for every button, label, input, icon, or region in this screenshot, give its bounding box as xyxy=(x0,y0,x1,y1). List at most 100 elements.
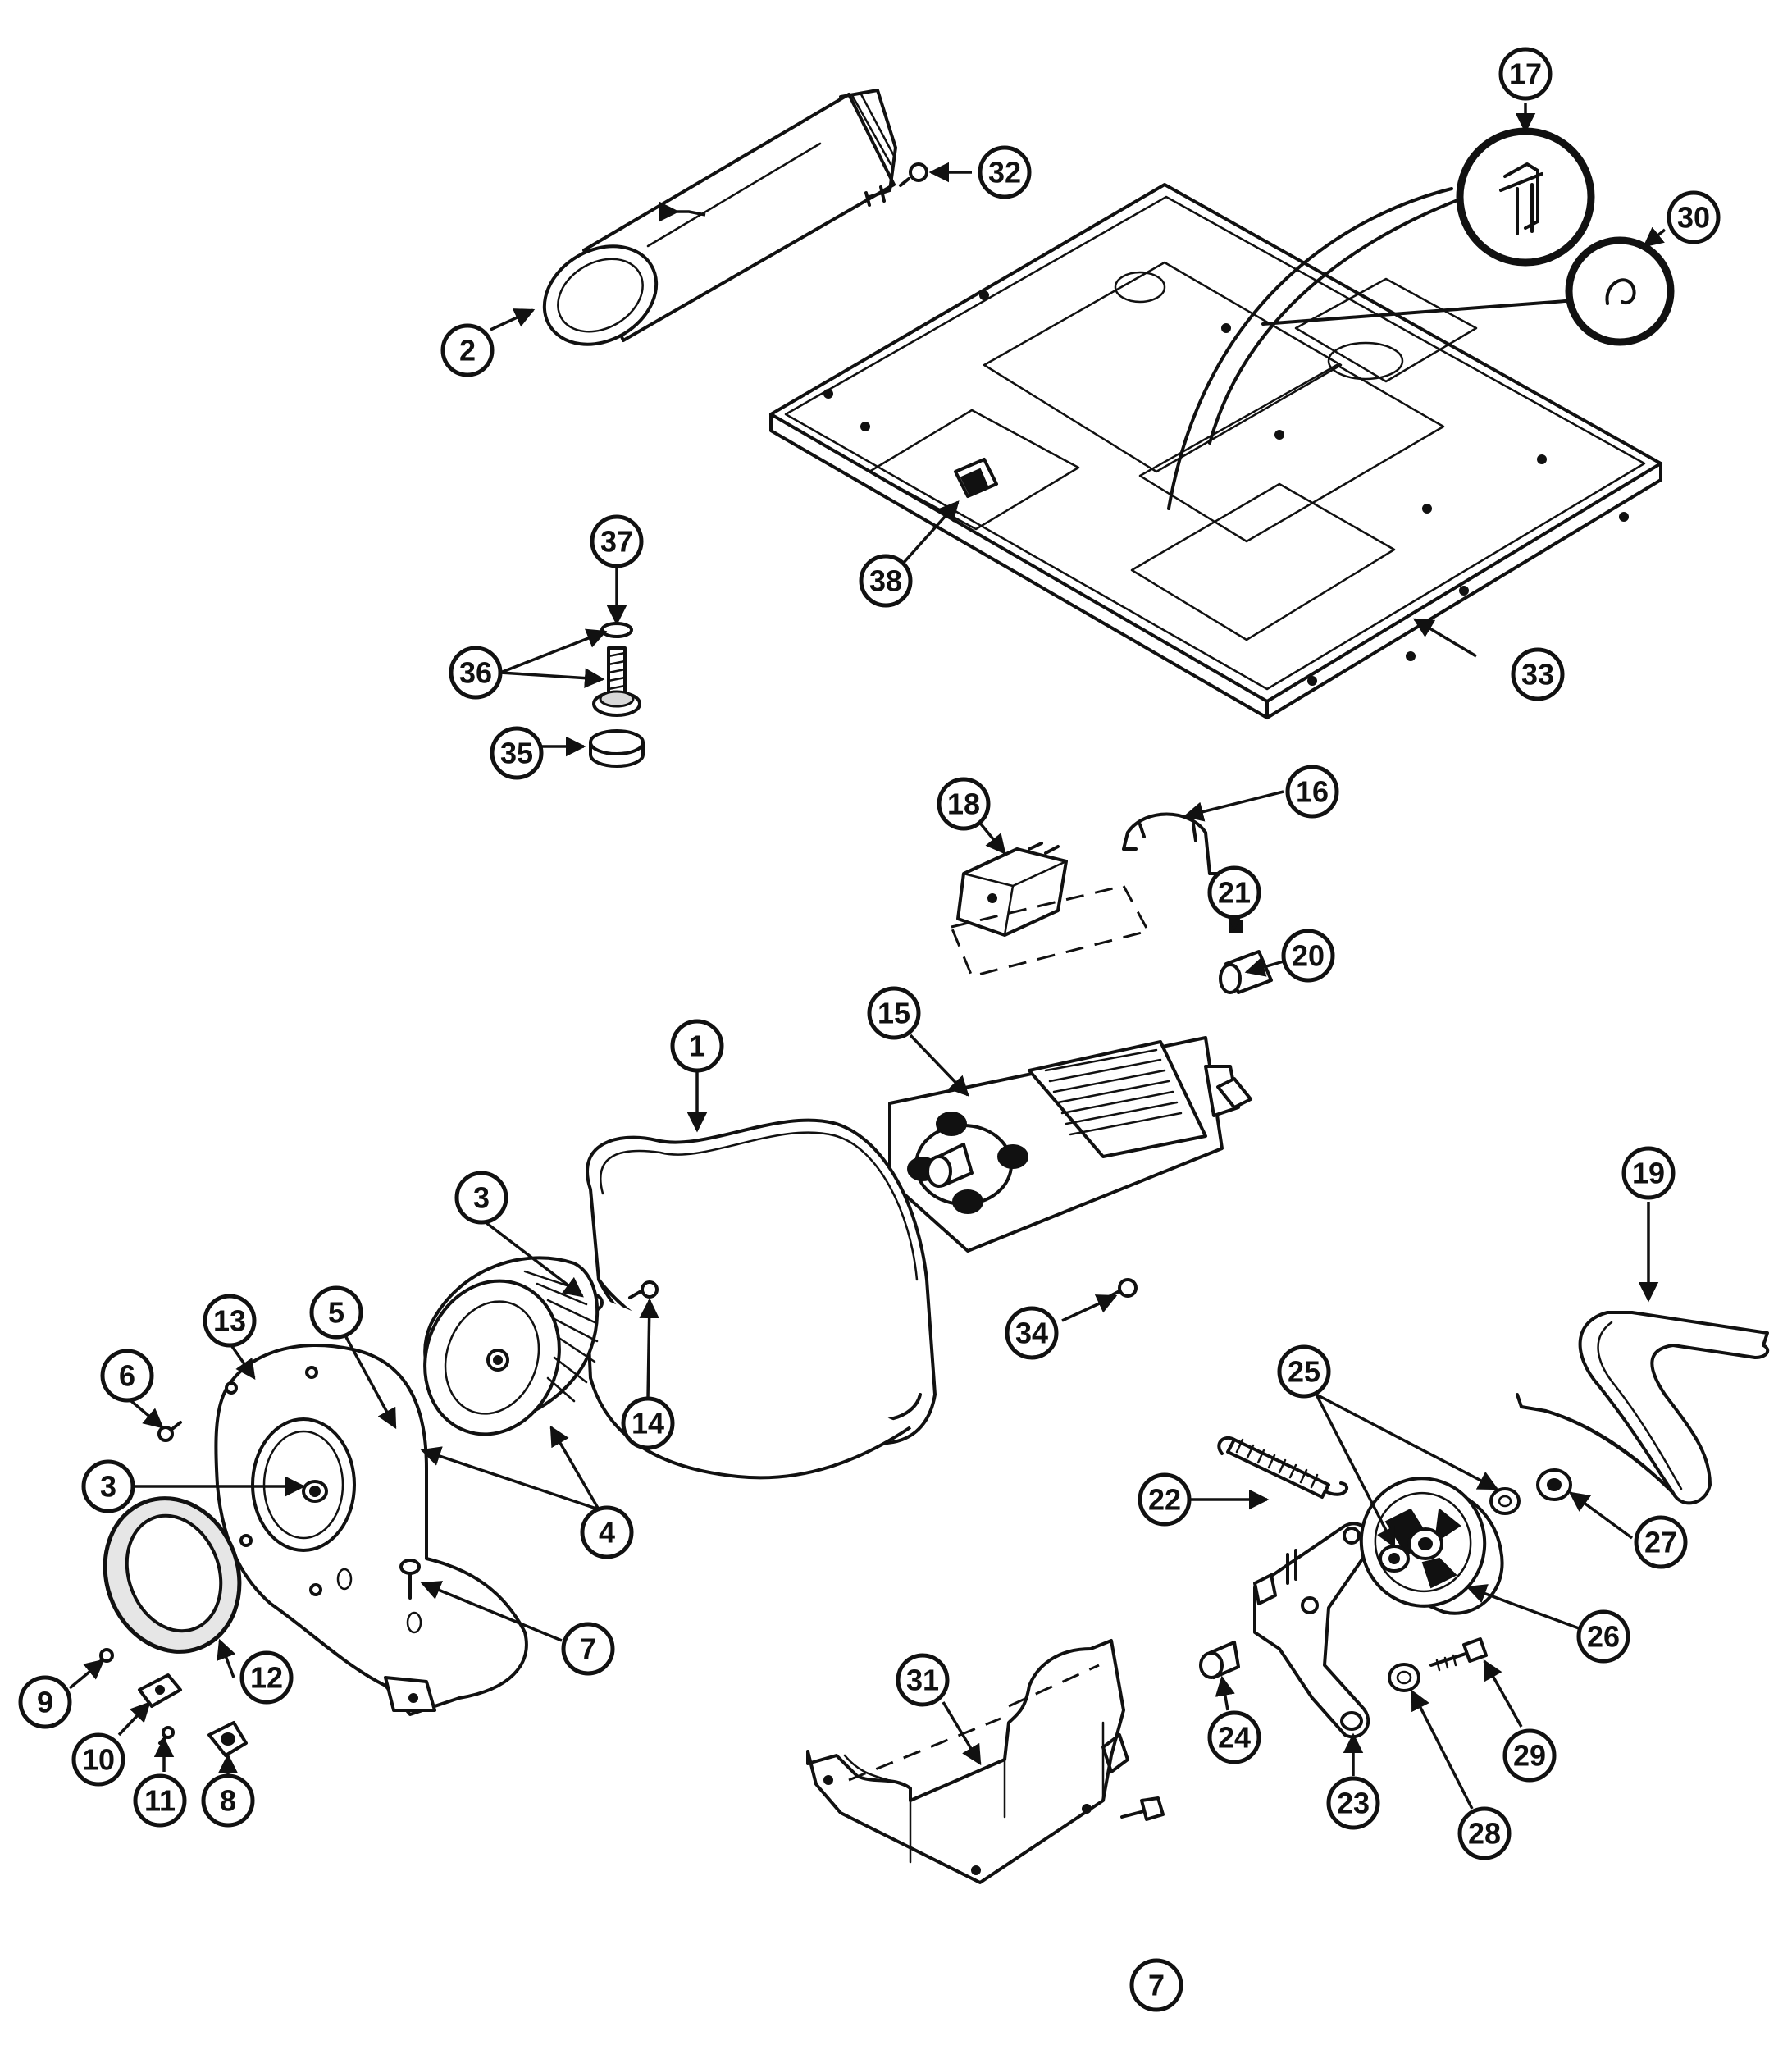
svg-text:3: 3 xyxy=(100,1470,116,1504)
e-ring-part xyxy=(1536,1468,1572,1501)
dashed-outline xyxy=(949,884,1151,978)
washer-part-25-left xyxy=(1379,1545,1410,1573)
switch-block-part xyxy=(954,458,998,498)
callout-31: 31 xyxy=(896,1653,950,1707)
callout-25: 25 xyxy=(1277,1344,1331,1399)
svg-text:7: 7 xyxy=(1148,1969,1165,2002)
bracket-part-10 xyxy=(138,1673,182,1708)
callout-16: 16 xyxy=(1285,765,1339,819)
svg-text:32: 32 xyxy=(988,156,1021,189)
svg-text:33: 33 xyxy=(1521,658,1554,692)
svg-text:17: 17 xyxy=(1509,57,1542,91)
callout-10: 10 xyxy=(71,1732,125,1787)
terminal-inset-part xyxy=(1456,127,1595,267)
svg-text:3: 3 xyxy=(473,1181,490,1215)
base-frame-part xyxy=(769,183,1662,719)
svg-text:19: 19 xyxy=(1632,1157,1665,1190)
callout-22: 22 xyxy=(1138,1472,1192,1527)
svg-text:34: 34 xyxy=(1015,1317,1048,1350)
callout-17: 17 xyxy=(1498,47,1553,101)
callout-3-lower: 3 xyxy=(81,1459,135,1513)
callout-21: 21 xyxy=(1207,865,1261,920)
svg-text:23: 23 xyxy=(1337,1787,1370,1820)
callout-18: 18 xyxy=(937,777,991,831)
callout-14: 14 xyxy=(621,1396,675,1450)
motor-pulley-part xyxy=(1219,920,1273,994)
svg-text:4: 4 xyxy=(599,1516,615,1550)
svg-text:9: 9 xyxy=(37,1686,53,1719)
callout-28: 28 xyxy=(1457,1806,1512,1860)
washer-part-25-right xyxy=(1489,1487,1521,1515)
motor-mount-part xyxy=(806,1639,1129,1884)
thermostat-part-8 xyxy=(207,1721,248,1757)
leveling-foot-part xyxy=(589,622,645,768)
callout-7-bottom: 7 xyxy=(1129,1958,1183,2012)
motor-bracket-part xyxy=(1122,812,1222,875)
callout-9: 9 xyxy=(18,1675,72,1729)
svg-text:31: 31 xyxy=(906,1664,939,1697)
callout-23: 23 xyxy=(1326,1776,1380,1830)
callout-32: 32 xyxy=(978,145,1032,199)
screw-part-34 xyxy=(1106,1278,1138,1299)
bushing-part-24 xyxy=(1199,1641,1240,1679)
screw-part-14 xyxy=(628,1280,659,1299)
svg-text:8: 8 xyxy=(220,1784,236,1818)
svg-text:14: 14 xyxy=(632,1407,664,1440)
blower-wheel-part xyxy=(423,1256,600,1436)
callout-13: 13 xyxy=(203,1294,257,1348)
callout-27: 27 xyxy=(1634,1515,1688,1569)
callout-6: 6 xyxy=(100,1349,154,1403)
screw-part-11 xyxy=(158,1726,175,1745)
svg-text:22: 22 xyxy=(1148,1483,1181,1517)
callout-12: 12 xyxy=(239,1650,294,1705)
callout-2: 2 xyxy=(440,323,495,377)
callout-38: 38 xyxy=(859,554,913,608)
svg-text:25: 25 xyxy=(1288,1355,1320,1389)
svg-text:15: 15 xyxy=(878,997,910,1030)
svg-text:27: 27 xyxy=(1644,1526,1677,1559)
svg-text:7: 7 xyxy=(580,1632,596,1666)
svg-text:1: 1 xyxy=(689,1029,705,1063)
svg-text:10: 10 xyxy=(82,1743,115,1777)
seal-ring-part xyxy=(103,1496,242,1654)
nut-part xyxy=(1388,1663,1420,1692)
svg-text:18: 18 xyxy=(947,787,980,821)
callout-20: 20 xyxy=(1281,929,1335,983)
svg-text:12: 12 xyxy=(250,1661,283,1695)
svg-text:29: 29 xyxy=(1513,1739,1546,1773)
exhaust-duct-part xyxy=(542,89,897,346)
svg-text:37: 37 xyxy=(600,525,633,559)
leader-lines xyxy=(68,103,1667,1810)
svg-text:5: 5 xyxy=(328,1296,344,1330)
callout-30: 30 xyxy=(1667,190,1721,244)
clip-inset-part xyxy=(1565,236,1675,346)
bolt-part xyxy=(1429,1637,1488,1672)
callout-3-upper: 3 xyxy=(454,1171,508,1225)
callout-33: 33 xyxy=(1511,647,1565,701)
relay-part xyxy=(956,842,1068,937)
svg-text:21: 21 xyxy=(1218,876,1251,910)
svg-text:6: 6 xyxy=(119,1359,135,1393)
svg-text:28: 28 xyxy=(1468,1817,1501,1851)
callout-15: 15 xyxy=(867,986,921,1040)
callout-19: 19 xyxy=(1621,1146,1676,1200)
callout-36: 36 xyxy=(449,646,503,700)
idler-arm-part xyxy=(1253,1522,1372,1739)
callout-11: 11 xyxy=(133,1773,187,1828)
callout-24: 24 xyxy=(1207,1710,1261,1764)
svg-text:38: 38 xyxy=(869,564,902,598)
svg-text:26: 26 xyxy=(1587,1620,1620,1654)
callout-34: 34 xyxy=(1005,1306,1059,1360)
callout-1: 1 xyxy=(670,1019,724,1073)
screw-part-6 xyxy=(157,1421,182,1442)
callout-7-left: 7 xyxy=(561,1622,615,1676)
callout-8: 8 xyxy=(201,1773,255,1828)
svg-text:13: 13 xyxy=(213,1304,246,1338)
bolt-part-7-bottom xyxy=(1120,1796,1165,1821)
callout-5: 5 xyxy=(309,1285,363,1340)
idler-pulley-part xyxy=(1359,1477,1504,1615)
screw-part-32 xyxy=(899,162,928,187)
svg-text:24: 24 xyxy=(1218,1721,1251,1755)
svg-text:20: 20 xyxy=(1292,939,1325,973)
